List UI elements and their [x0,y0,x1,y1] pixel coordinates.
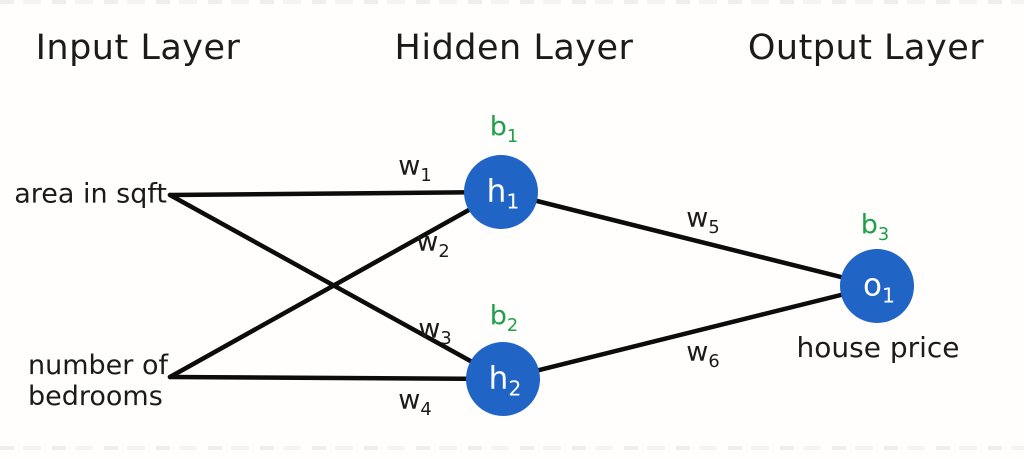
weight-label-w6: w6 [686,336,720,372]
edge-h1-o1 [498,189,880,289]
weight-label-w5: w5 [686,202,720,238]
node-label-o1: o1 [863,267,895,308]
frame-artifact-top [0,0,1024,4]
weight-label-w3: w3 [418,313,452,349]
bias-label-b1: b1 [489,111,519,147]
edge-input1-h2 [167,192,506,382]
edge-h2-o1 [500,283,880,382]
input-label-area: area in sqft [14,178,167,210]
weight-label-w1: w1 [398,150,432,186]
header-hidden-layer: Hidden Layer [394,28,634,68]
node-h1-circle [464,155,538,229]
weight-label-w4: w4 [398,384,432,420]
bias-label-b3: b3 [860,209,890,245]
input-label-bedrooms: number of bedrooms [28,350,168,412]
input-label-bedrooms-line2: bedrooms [28,381,163,413]
header-input-layer: Input Layer [35,28,241,68]
header-output-layer: Output Layer [747,28,985,68]
node-o1-circle [840,249,914,323]
bias-label-b2: b2 [489,300,519,336]
input-label-bedrooms-line1: number of [28,350,168,381]
output-annotation-house-price: house price [796,331,960,364]
node-label-h1: h1 [486,173,520,214]
edge-input2-h1 [167,189,504,380]
node-h2-circle [466,342,540,416]
edge-input2-h2 [167,374,506,382]
weight-label-w2: w2 [416,226,450,262]
edge-input1-h1 [167,189,504,198]
node-label-h2: h2 [488,360,522,401]
frame-artifact-bottom [0,446,1024,450]
